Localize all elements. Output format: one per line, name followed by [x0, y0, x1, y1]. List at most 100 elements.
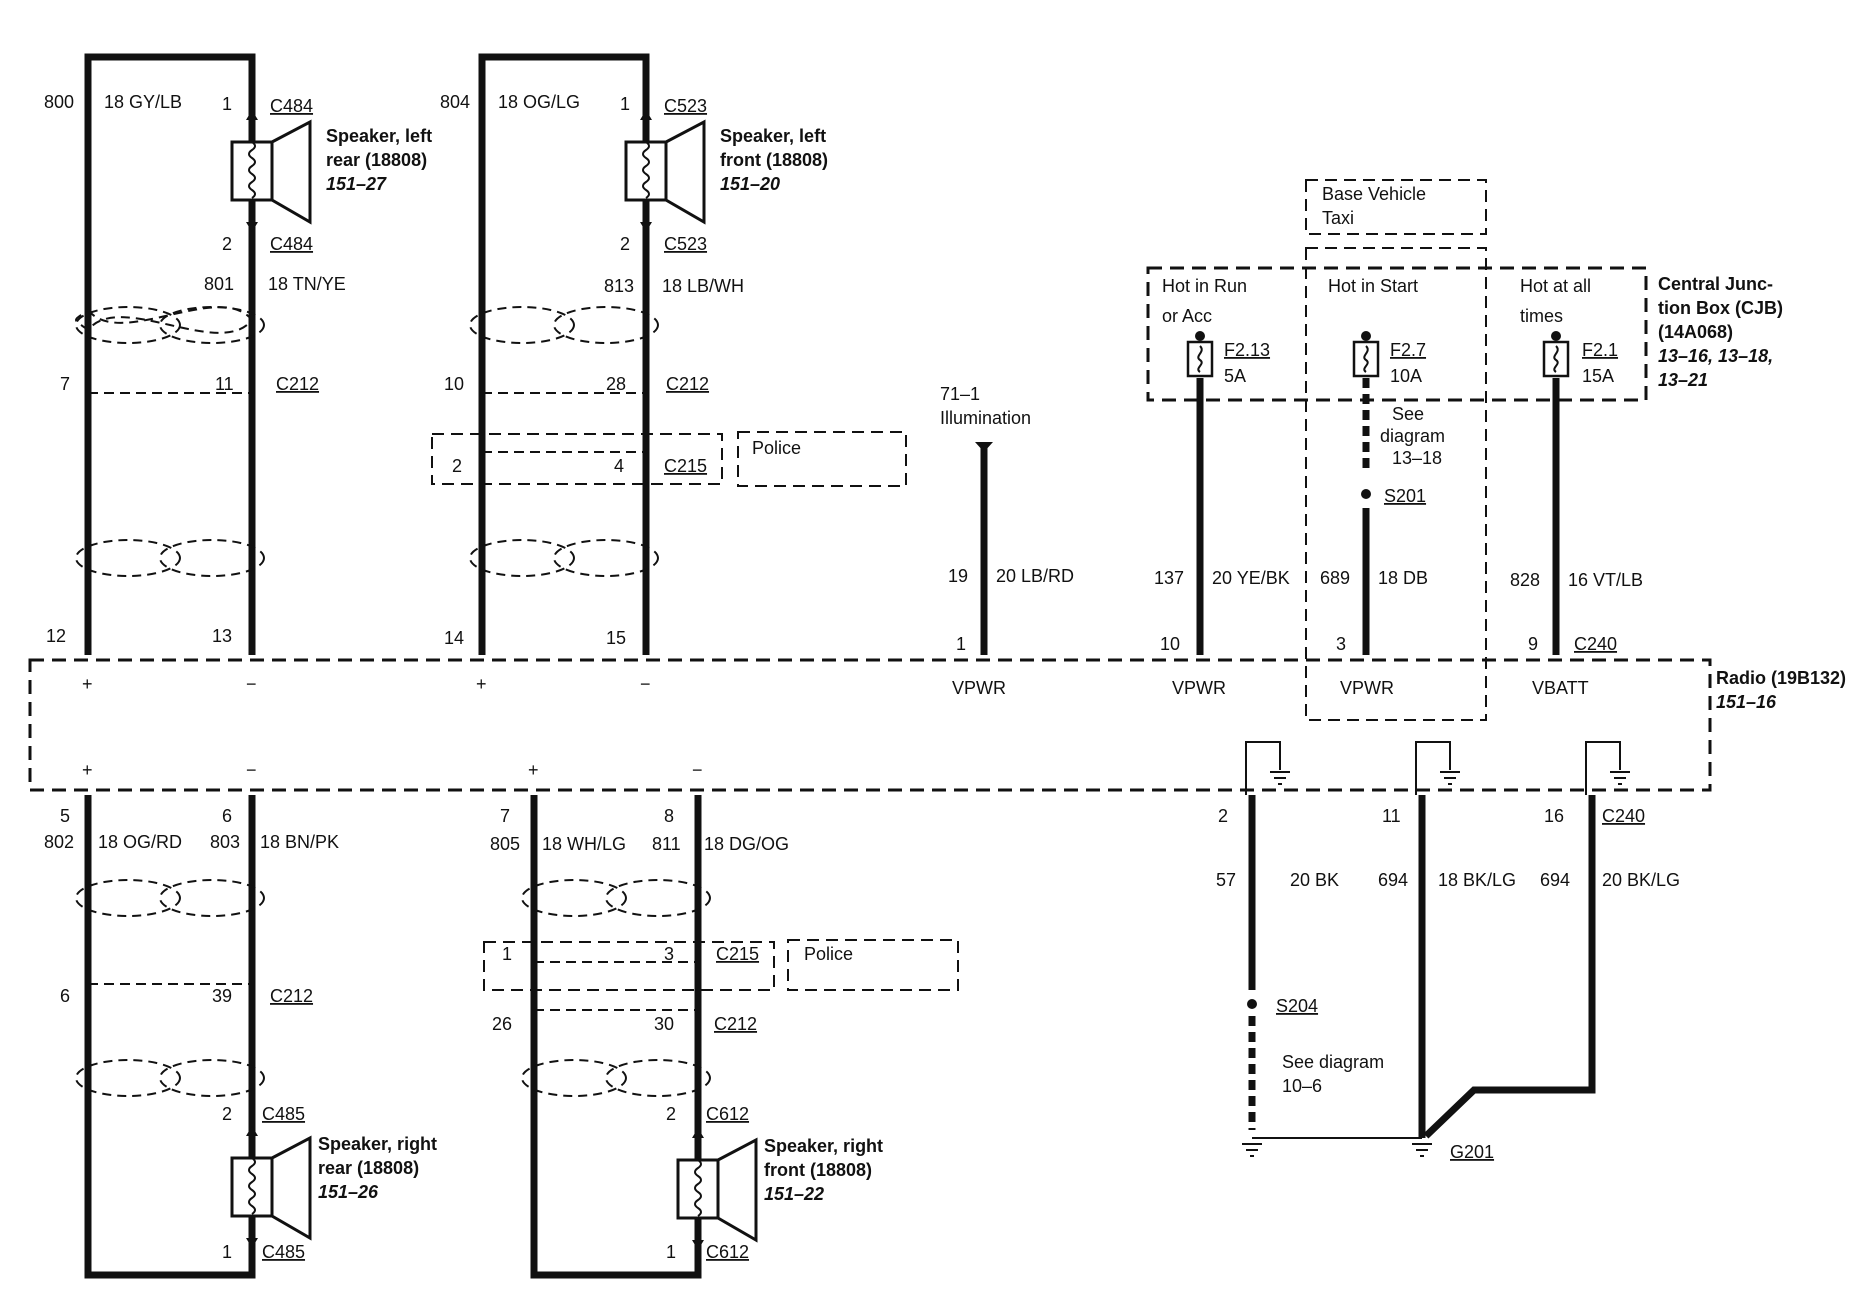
lower-left-speaker-circuit: + − 5 6 802 18 OG/RD 803 18 BN/PK 6 39 C… [44, 760, 437, 1279]
radio-pin-14: 14 [444, 628, 464, 648]
fuse-f2-13-label: F2.13 [1224, 340, 1270, 360]
splice-s204: S204 [1276, 996, 1318, 1016]
wire-689-color: 18 DB [1378, 568, 1428, 588]
connector-c485-top: C485 [262, 1104, 305, 1124]
connector-c523-top: C523 [664, 96, 707, 116]
c215-pin-4: 4 [614, 456, 624, 476]
wire-694a-circuit: 694 [1378, 870, 1408, 890]
ground-icon [1242, 1143, 1432, 1157]
c212-pin-11: 11 [215, 374, 234, 394]
radio-module-box [28, 658, 1712, 792]
wire-801-circuit: 801 [204, 274, 234, 294]
connector-c240-upper: C240 [1574, 634, 1617, 654]
wire-803-color: 18 BN/PK [260, 832, 339, 852]
fuse-f2-1-label: F2.1 [1582, 340, 1618, 360]
radio-pin-16: 16 [1544, 806, 1564, 826]
wire-805-circuit: 805 [490, 834, 520, 854]
fuse-f2-13-rating: 5A [1224, 366, 1246, 386]
speaker-lf-name-2: front (18808) [720, 150, 828, 170]
connector-c612-bottom: C612 [706, 1242, 749, 1262]
connector-c484-bottom: C484 [270, 234, 313, 254]
fuse-start-heading: Hot in Start [1328, 276, 1418, 296]
connector-c212-um: C212 [666, 374, 709, 394]
speaker-rr-name-1: Speaker, right [318, 1134, 437, 1154]
speaker-rf-pin-top: 2 [666, 1104, 676, 1124]
speaker-lf-name-1: Speaker, left [720, 126, 826, 146]
fuse-f2-7-icon [1352, 340, 1380, 378]
wire-811-color: 18 DG/OG [704, 834, 789, 854]
wire-137-circuit: 137 [1154, 568, 1184, 588]
wire-811-circuit: 811 [652, 834, 681, 854]
radio-polarity-12: + [82, 674, 93, 694]
fuse-f2-7-rating: 10A [1390, 366, 1422, 386]
c212-pin-39: 39 [212, 986, 232, 1006]
option-base-vehicle: Base Vehicle [1322, 184, 1426, 204]
speaker-rf-pin-bottom: 1 [666, 1242, 676, 1262]
connector-c484-top: C484 [270, 96, 313, 116]
base-vehicle-box [1305, 179, 1487, 235]
wire-804-circuit: 804 [440, 92, 470, 112]
fuse-batt-heading-1: Hot at all [1520, 276, 1591, 296]
fuse-run-heading-1: Hot in Run [1162, 276, 1247, 296]
speaker-lf-pin-top: 1 [620, 94, 630, 114]
radio-func-pin-10: VPWR [1172, 678, 1226, 698]
wire-813-circuit: 813 [604, 276, 634, 296]
wire-694a-color: 18 BK/LG [1438, 870, 1516, 890]
c212-pin-6: 6 [60, 986, 70, 1006]
upper-left-speaker-circuit: 800 18 GY/LB 1 C484 Speaker, left rear (… [44, 53, 432, 694]
speaker-rr-pin-bottom: 1 [222, 1242, 232, 1262]
option-police-lower: Police [804, 944, 853, 964]
speaker-lr-name-2: rear (18808) [326, 150, 427, 170]
connector-c523-bottom: C523 [664, 234, 707, 254]
speaker-rf-ref: 151–22 [764, 1184, 824, 1204]
radio-pin-13: 13 [212, 626, 232, 646]
radio-func-pin-9: VBATT [1532, 678, 1589, 698]
connector-c212-lm: C212 [714, 1014, 757, 1034]
radio-func-pin-3: VPWR [1340, 678, 1394, 698]
radio-pin-15: 15 [606, 628, 626, 648]
radio-pin-9: 9 [1528, 634, 1538, 654]
see-diagram-start-1: See [1392, 404, 1424, 424]
lower-mid-speaker-circuit: + − 7 8 805 18 WH/LG 811 18 DG/OG 1 3 C2… [483, 760, 959, 1279]
radio-polarity-5: + [82, 760, 93, 780]
wire-689-circuit: 689 [1320, 568, 1350, 588]
illumination-label: Illumination [940, 408, 1031, 428]
upper-mid-speaker-circuit: 804 18 OG/LG 1 C523 Speaker, left front … [431, 53, 907, 694]
wire-694b-circuit: 694 [1540, 870, 1570, 890]
c212-pin-30: 30 [654, 1014, 674, 1034]
wire-19-circuit: 19 [948, 566, 968, 586]
speaker-lf-pin-bottom: 2 [620, 234, 630, 254]
splice-s201: S201 [1384, 486, 1426, 506]
radio-ref: 151–16 [1716, 692, 1777, 712]
taxi-dashed-region [1305, 247, 1487, 721]
fuse-f2-13-icon [1186, 340, 1214, 378]
wire-800-circuit: 800 [44, 92, 74, 112]
fuse-f2-7-label: F2.7 [1390, 340, 1426, 360]
fuse-f2-1-icon [1542, 340, 1570, 378]
radio-func-pin-1: VPWR [952, 678, 1006, 698]
connector-c240-lower: C240 [1602, 806, 1645, 826]
connector-c215-um: C215 [664, 456, 707, 476]
fuse-f2-1-rating: 15A [1582, 366, 1614, 386]
wire-803-circuit: 803 [210, 832, 240, 852]
cjb-box [1146, 266, 1648, 402]
ground-g201: G201 [1450, 1142, 1494, 1162]
radio-pin-12: 12 [46, 626, 66, 646]
cjb-name-3: (14A068) [1658, 322, 1733, 342]
radio-pin-8: 8 [664, 806, 674, 826]
speaker-lr-pin-bottom: 2 [222, 234, 232, 254]
radio-name: Radio (19B132) [1716, 668, 1846, 688]
wire-19-color: 20 LB/RD [996, 566, 1074, 586]
see-diagram-start-2: diagram [1380, 426, 1445, 446]
wire-813-color: 18 LB/WH [662, 276, 744, 296]
illumination-ref: 71–1 [940, 384, 980, 404]
c212-pin-26: 26 [492, 1014, 512, 1034]
radio-polarity-15: − [640, 674, 651, 694]
speaker-rr-pin-top: 2 [222, 1104, 232, 1124]
speaker-rf-name-2: front (18808) [764, 1160, 872, 1180]
radio-pin-7: 7 [500, 806, 510, 826]
wire-804-color: 18 OG/LG [498, 92, 580, 112]
c212-pin-28: 28 [606, 374, 626, 394]
wire-828-circuit: 828 [1510, 570, 1540, 590]
